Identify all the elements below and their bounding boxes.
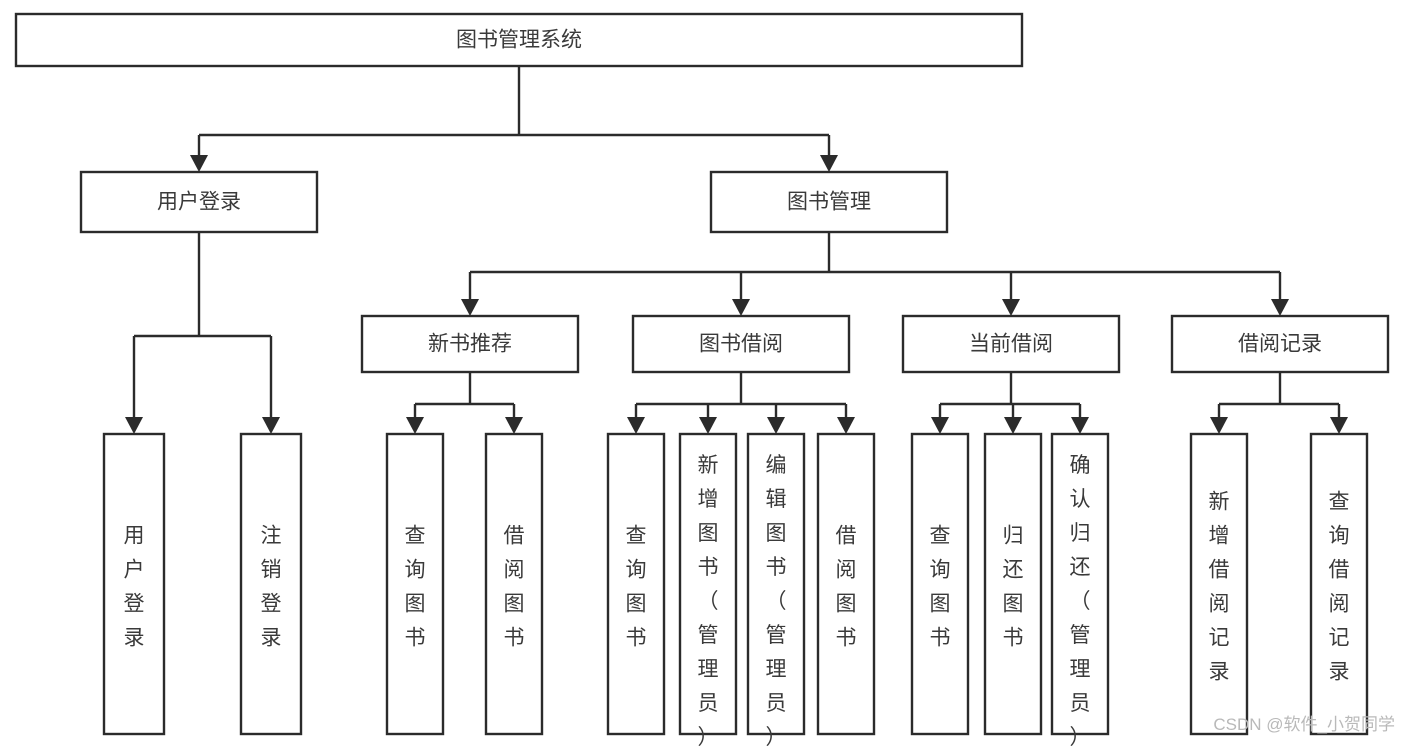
node-label-leaf-query-book-1: 查询图书: [405, 525, 426, 650]
node-box-root: [14, 12, 1024, 68]
arrow-head-icon: [732, 299, 750, 316]
node-label-leaf-add-record: 新增借阅记录: [1209, 491, 1230, 684]
node-root[interactable]: 图书管理系统: [14, 12, 1024, 68]
node-book-borrow[interactable]: 图书借阅: [631, 314, 851, 374]
arrow-head-icon: [505, 417, 523, 434]
node-label-book-manage: 图书管理: [787, 191, 871, 214]
node-box-current-borrow: [901, 314, 1121, 374]
arrow-head-icon: [767, 417, 785, 434]
node-box-leaf-return-book: [983, 432, 1043, 736]
node-label-leaf-query-book-2: 查询图书: [626, 525, 647, 650]
node-label-leaf-borrow-book-2: 借阅图书: [836, 525, 857, 650]
node-book-manage[interactable]: 图书管理: [709, 170, 949, 234]
node-box-leaf-query-book-3: [910, 432, 970, 736]
node-leaf-add-record[interactable]: 新增借阅记录: [1189, 432, 1249, 736]
node-leaf-logout[interactable]: 注销登录: [239, 432, 303, 736]
node-label-borrow-record: 借阅记录: [1238, 333, 1322, 356]
node-box-leaf-logout: [239, 432, 303, 736]
node-box-leaf-add-book: [678, 432, 738, 736]
node-label-leaf-add-book: 新增图书（管理员）: [698, 454, 719, 747]
node-box-leaf-borrow-book-2: [816, 432, 876, 736]
node-leaf-query-record[interactable]: 查询借阅记录: [1309, 432, 1369, 736]
arrow-head-icon: [461, 299, 479, 316]
arrow-head-icon: [1071, 417, 1089, 434]
arrow-head-icon: [1004, 417, 1022, 434]
arrow-head-icon: [1271, 299, 1289, 316]
node-layer: 图书管理系统用户登录图书管理新书推荐图书借阅当前借阅借阅记录用户登录注销登录查询…: [14, 12, 1390, 747]
node-label-leaf-return-book: 归还图书: [1003, 525, 1024, 650]
node-leaf-query-book-2[interactable]: 查询图书: [606, 432, 666, 736]
node-box-leaf-add-record: [1189, 432, 1249, 736]
node-label-book-borrow: 图书借阅: [699, 333, 783, 356]
connector-book-manage-to-level3: [461, 232, 1289, 316]
node-box-leaf-edit-book: [746, 432, 806, 736]
node-leaf-confirm-return[interactable]: 确认归还（管理员）: [1050, 432, 1110, 747]
node-label-leaf-borrow-book-1: 借阅图书: [504, 525, 525, 650]
node-label-root: 图书管理系统: [456, 29, 582, 52]
arrow-head-icon: [406, 417, 424, 434]
arrow-head-icon: [699, 417, 717, 434]
node-user-login[interactable]: 用户登录: [79, 170, 319, 234]
connector-borrow-to-leaves: [627, 372, 855, 434]
node-label-user-login: 用户登录: [157, 191, 241, 214]
arrow-head-icon: [931, 417, 949, 434]
node-label-new-book-recommend: 新书推荐: [428, 333, 512, 356]
arrow-head-icon: [1330, 417, 1348, 434]
arrow-head-icon: [125, 417, 143, 434]
arrow-head-icon: [627, 417, 645, 434]
arrow-head-icon: [1002, 299, 1020, 316]
connector-root-to-level2: [190, 66, 838, 172]
arrow-head-icon: [820, 155, 838, 172]
node-label-leaf-query-record: 查询借阅记录: [1329, 491, 1350, 684]
node-borrow-record[interactable]: 借阅记录: [1170, 314, 1390, 374]
node-label-leaf-user-login: 用户登录: [124, 525, 145, 650]
arrow-head-icon: [1210, 417, 1228, 434]
node-leaf-borrow-book-1[interactable]: 借阅图书: [484, 432, 544, 736]
node-new-book-recommend[interactable]: 新书推荐: [360, 314, 580, 374]
node-leaf-query-book-1[interactable]: 查询图书: [385, 432, 445, 736]
node-label-leaf-edit-book: 编辑图书（管理员）: [766, 454, 787, 747]
connector-current-to-leaves: [931, 372, 1089, 434]
connector-layer: [125, 66, 1348, 434]
node-leaf-return-book[interactable]: 归还图书: [983, 432, 1043, 736]
connector-user-login-to-leaves: [125, 232, 280, 434]
arrow-head-icon: [262, 417, 280, 434]
watermark-label: CSDN @软件_小贺同学: [1213, 715, 1395, 734]
node-label-leaf-confirm-return: 确认归还（管理员）: [1070, 454, 1091, 747]
node-leaf-user-login[interactable]: 用户登录: [102, 432, 166, 736]
node-label-leaf-query-book-3: 查询图书: [930, 525, 951, 650]
node-leaf-borrow-book-2[interactable]: 借阅图书: [816, 432, 876, 736]
node-box-leaf-confirm-return: [1050, 432, 1110, 736]
node-box-leaf-borrow-book-1: [484, 432, 544, 736]
node-box-user-login: [79, 170, 319, 234]
node-current-borrow[interactable]: 当前借阅: [901, 314, 1121, 374]
node-label-current-borrow: 当前借阅: [969, 333, 1053, 356]
node-box-leaf-query-book-2: [606, 432, 666, 736]
node-box-leaf-user-login: [102, 432, 166, 736]
node-box-leaf-query-book-1: [385, 432, 445, 736]
node-leaf-query-book-3[interactable]: 查询图书: [910, 432, 970, 736]
node-box-leaf-query-record: [1309, 432, 1369, 736]
node-box-book-manage: [709, 170, 949, 234]
arrow-head-icon: [190, 155, 208, 172]
node-leaf-edit-book[interactable]: 编辑图书（管理员）: [746, 432, 806, 747]
node-box-borrow-record: [1170, 314, 1390, 374]
node-box-book-borrow: [631, 314, 851, 374]
node-box-new-book-recommend: [360, 314, 580, 374]
arrow-head-icon: [837, 417, 855, 434]
node-label-leaf-logout: 注销登录: [261, 525, 282, 650]
connector-recommend-to-leaves: [406, 372, 523, 434]
node-leaf-add-book[interactable]: 新增图书（管理员）: [678, 432, 738, 747]
connector-record-to-leaves: [1210, 372, 1348, 434]
